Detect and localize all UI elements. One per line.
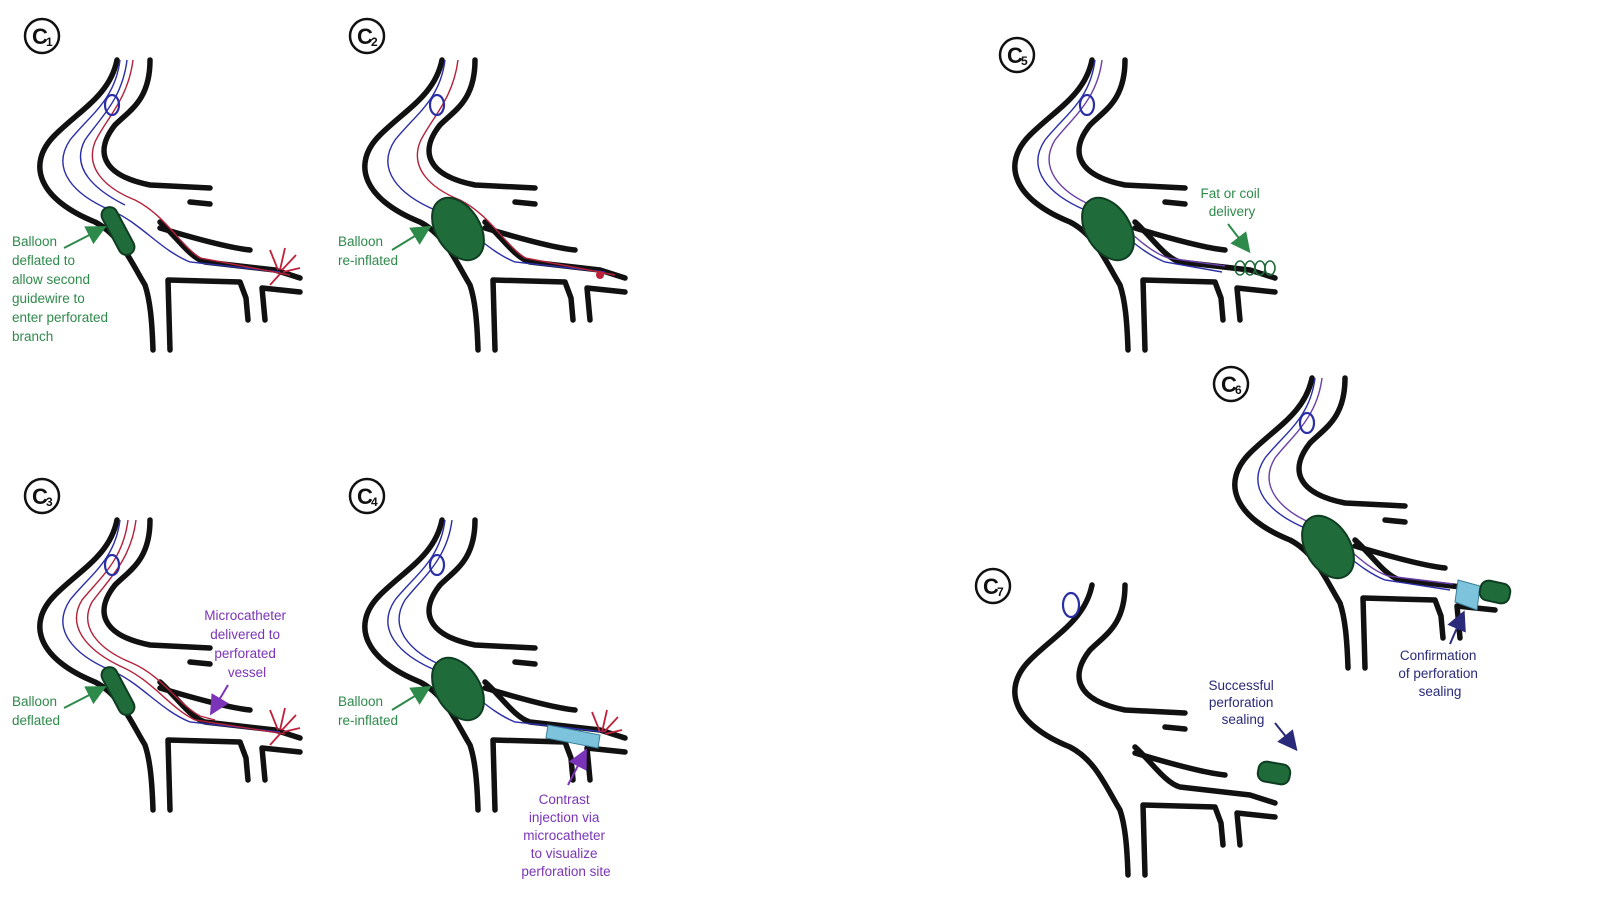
- panel-badge-number: 2: [371, 35, 378, 49]
- panel-badge-number: 3: [46, 495, 53, 509]
- panel-badge-number: 4: [371, 495, 378, 509]
- annotation-label: Balloon re-inflated: [338, 234, 398, 268]
- loop-ring: [430, 555, 444, 575]
- panel-c6: C 6 Confirmation of perforation sealing: [1214, 367, 1512, 699]
- panel-c1: C 1 Balloon deflated to allow second gui…: [12, 19, 300, 350]
- annotation-arrow: [392, 688, 428, 710]
- panel-badge-number: 7: [997, 585, 1004, 599]
- panel-c5: C 5 Fat or coil delivery: [1000, 38, 1275, 350]
- panel-c3: C 3 Balloon deflated Microcatheter deliv…: [12, 479, 300, 810]
- annotation-label: Successful perforation sealing: [1208, 678, 1277, 727]
- extravasation-burst: [270, 708, 300, 745]
- loop-ring: [1300, 413, 1314, 433]
- annotation-label: Fat or coil delivery: [1200, 186, 1263, 219]
- annotation-arrow: [1275, 723, 1295, 748]
- annotation-arrow: [1228, 224, 1248, 250]
- panel-badge-number: 5: [1021, 54, 1028, 68]
- panel-badge-number: 1: [46, 35, 53, 49]
- panel-c4: C 4 Balloon re-inflated Contrast injecti…: [338, 479, 625, 879]
- seal-plug: [1257, 760, 1292, 785]
- annotation-arrow: [64, 688, 103, 708]
- loop-ring: [1080, 95, 1094, 115]
- annotation-label: Contrast injection via microcatheter to …: [521, 792, 610, 879]
- panel-c7: C 7 Successful perforation sealing: [976, 569, 1295, 875]
- annotation-arrow: [392, 228, 428, 250]
- panel-badge-number: 6: [1235, 383, 1242, 397]
- annotation-label: Balloon deflated: [12, 694, 61, 728]
- loop-ring: [1063, 593, 1079, 617]
- annotation-label: Balloon deflated to allow second guidewi…: [12, 234, 112, 344]
- panel-c2: C 2 Balloon re-inflated: [338, 19, 625, 350]
- annotation-label: Balloon re-inflated: [338, 694, 398, 728]
- extravasation-dot: [596, 271, 604, 279]
- seal-plug: [1478, 579, 1512, 605]
- annotation-label: Microcatheter delivered to perforated ve…: [204, 608, 290, 680]
- annotation-label: Confirmation of perforation sealing: [1398, 648, 1481, 699]
- loop-ring: [105, 555, 119, 575]
- extravasation-burst: [270, 248, 300, 285]
- annotation-arrow: [64, 228, 103, 248]
